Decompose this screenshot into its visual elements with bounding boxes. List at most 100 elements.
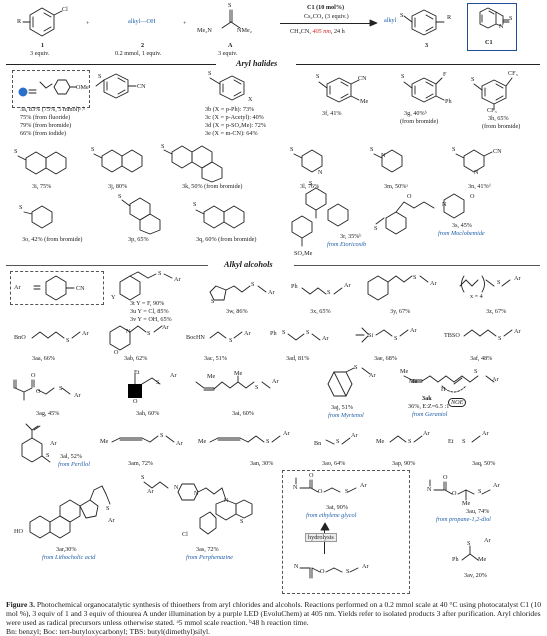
product-3a-structure xyxy=(95,73,137,99)
product-3z-structure xyxy=(459,275,511,293)
product-3g-ph: Ph xyxy=(445,98,452,105)
product-3as-s: S xyxy=(141,474,145,481)
product-3ai-structure xyxy=(195,375,271,391)
product-3s-structure xyxy=(375,193,465,235)
product-3ap-ar: Ar xyxy=(423,430,430,437)
entry-3an: 3an, 30% xyxy=(250,460,274,467)
product-3ac-bochn: BocHN xyxy=(186,334,205,341)
product-3aj-s: S xyxy=(354,364,358,371)
entry-3av: 3av, 20% xyxy=(464,572,487,579)
entry-3p: 3p, 65% xyxy=(128,236,149,243)
entry-3n: 3n, 41%ᵈ xyxy=(468,183,491,190)
product-3ap-me: Me xyxy=(376,438,385,445)
product-3al-ar: Ar xyxy=(50,440,57,447)
product-s: S xyxy=(400,12,404,19)
product-3av-structure xyxy=(461,545,479,561)
reactant-2-formula: alkyl—OH xyxy=(128,18,156,25)
base-conditions: Cs₂CO₃ (3 equiv.) xyxy=(304,13,349,20)
entry-3a-yield: 3a, 83% (75%, 5 mmol)ᵃ˒ᵇ xyxy=(20,106,86,113)
thiourea-equiv: 3 equiv. xyxy=(218,50,238,57)
solvent-conditions: CH₃CN, 405 nm, 24 h xyxy=(290,28,345,35)
entry-3a-fluoride: 75% (from fluoride) xyxy=(20,114,71,121)
entry-3e: 3e (X = m-CN): 64% xyxy=(205,130,258,137)
entry-3h-yield: 3h, 65% xyxy=(488,115,509,122)
product-3h-cf3-top: CF₃ xyxy=(508,70,518,77)
entry-3a-iodide: 66% (from iodide) xyxy=(20,130,67,137)
product-3b-s: S xyxy=(208,70,212,77)
product-3g-f: F xyxy=(443,71,447,78)
entry-3at-source: from ethylene glycol xyxy=(306,512,357,519)
product-3ac-s: S xyxy=(229,337,233,344)
aryl-halides-header: Aryl halides xyxy=(236,59,278,68)
product-3j-s: S xyxy=(91,146,95,153)
entry-3as-yield: 3as, 72% xyxy=(196,546,219,553)
reactant-1-equiv: 3 equiv. xyxy=(30,50,50,57)
product-3-structure xyxy=(403,9,445,36)
entry-3aj-yield: 3aj, 51% xyxy=(331,404,353,411)
product-3r-s: S xyxy=(309,180,313,187)
entry-3ai: 3ai, 60% xyxy=(232,410,254,417)
product-3as-n3: N xyxy=(224,497,229,504)
product-3af-tbso: TBSO xyxy=(444,332,460,339)
entry-3ak-label: 3ak xyxy=(422,395,432,402)
product-3al-s: S xyxy=(46,452,50,459)
product-3ad-s1: S xyxy=(282,329,286,336)
ome-label: OMe xyxy=(76,84,89,91)
product-3au-s: S xyxy=(478,488,482,495)
reaction-arrow-head xyxy=(369,19,378,27)
product-3ab-o: O xyxy=(114,349,119,356)
product-3g-s: S xyxy=(401,73,405,80)
entry-3h-source: (from bromide) xyxy=(482,123,521,130)
entry-3l: 3l, 76% xyxy=(300,183,320,190)
product-3ae-ar: Ar xyxy=(410,327,417,334)
product-3l-structure xyxy=(293,149,323,173)
product-3r-structure xyxy=(291,187,349,247)
thiourea-right-amine: NMe₂ xyxy=(237,27,252,34)
ar-key-cn: CN xyxy=(76,285,85,292)
aryl-header-rule-left xyxy=(6,64,216,65)
product-3ag-structure xyxy=(13,379,71,401)
alkyl-header-rule-right xyxy=(294,265,540,266)
product-3as-n2: N xyxy=(194,490,199,497)
product-3z-s: S xyxy=(497,279,501,286)
product-3ah-structure xyxy=(128,373,161,398)
product-3av-ar: Ar xyxy=(484,537,491,544)
solvent: CH₃CN, xyxy=(290,28,313,35)
product-3as-ar: Ar xyxy=(147,488,154,495)
catalyst-c1-structure xyxy=(479,7,510,29)
product-3f-me: Me xyxy=(360,98,369,105)
product-3ae-si: Si xyxy=(368,332,374,339)
product-3av-me: Me xyxy=(478,556,487,563)
hydrolysis-label: hydrolysis xyxy=(305,533,337,543)
entry-3au-source: from propane-1,2-diol xyxy=(436,516,491,523)
entry-3at-yield: 3at, 90% xyxy=(326,504,348,511)
product-3am-s: S xyxy=(160,432,164,439)
product-3b-x: X xyxy=(248,96,253,103)
product-3ar-structure xyxy=(29,485,111,539)
entry-3r-yield: 3r, 35%ᵇ xyxy=(340,233,362,240)
product-3o-s: S xyxy=(19,204,23,211)
entry-3y: 3y, 67% xyxy=(390,308,411,315)
product-3ag-o-ester: O xyxy=(36,388,41,395)
product-3ah-ar: Ar xyxy=(170,372,177,379)
product-3aq-ar: Ar xyxy=(482,430,489,437)
product-3ak-me2: Me xyxy=(409,378,418,385)
reactant-1-structure xyxy=(22,7,63,37)
product-3m-n: N xyxy=(381,152,386,159)
thiouronium-intermediate-structure xyxy=(299,567,359,579)
product-3ar-s: S xyxy=(106,505,110,512)
product-3as-cl: Cl xyxy=(182,531,188,538)
product-3aq-et: Et xyxy=(448,438,454,445)
hydrolysis-box xyxy=(282,470,410,594)
product-3y-structure xyxy=(367,275,429,301)
product-3h-structure xyxy=(473,77,513,111)
plus-sign-1: + xyxy=(86,20,90,27)
caption-text: Photochemical organocatalytic synthesis … xyxy=(6,600,542,627)
product-3l-n: N xyxy=(318,169,323,176)
entry-3q: 3q, 60% (from bromide) xyxy=(196,236,257,243)
product-3as-structure xyxy=(143,481,253,535)
product-3z-ar: Ar xyxy=(514,275,521,282)
product-3an-ar: Ar xyxy=(283,430,290,437)
product-3s-o2: O xyxy=(470,193,475,200)
